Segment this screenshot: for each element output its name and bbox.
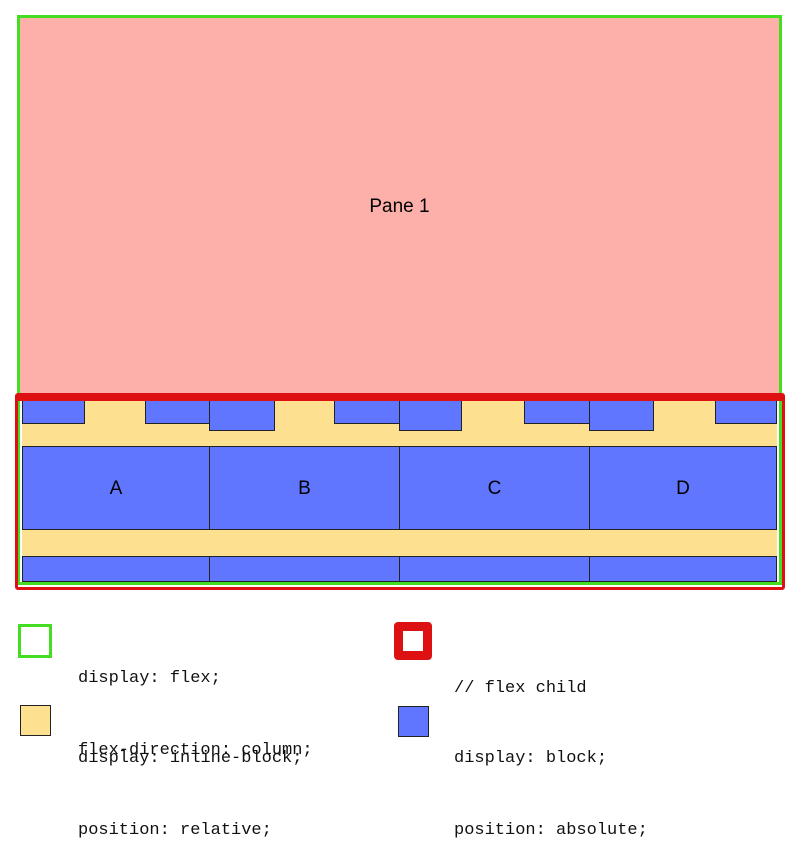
legend-text-inline-block: display: inline-block; position: relativ…: [78, 699, 302, 867]
cell-b-top-right-block: [334, 400, 400, 424]
legend-flex-container-line-1: display: flex;: [78, 669, 221, 688]
legend-inline-block-line-2: position: relative;: [78, 821, 272, 840]
legend-text-flex-child: // flex child: [454, 629, 587, 725]
legend-flex-child-line-1: // flex child: [454, 679, 587, 698]
cell-d-inline-block: D: [589, 400, 777, 582]
cell-c-main-block: [399, 446, 590, 530]
flex-container-outline: [17, 15, 782, 585]
cell-c-inline-block: C: [399, 400, 590, 582]
cell-c-top-left-block: [399, 400, 462, 431]
legend-absolute-block-line-1: display: block;: [454, 749, 608, 768]
cell-d-label: D: [676, 478, 690, 499]
cell-c-top-right-block: [524, 400, 590, 424]
cells-row: A B C D: [22, 400, 777, 582]
cell-a-top-left-block: [22, 400, 85, 424]
cell-a-main-block: [22, 446, 210, 530]
flex-child-outline: [15, 393, 785, 590]
cell-b-bottom-block: [209, 556, 400, 582]
cell-d-top-left-block: [589, 400, 654, 431]
pane-1: [20, 18, 779, 395]
pane-1-label: Pane 1: [369, 196, 430, 217]
cell-a-bottom-block: [22, 556, 210, 582]
legend-flex-container-line-2: flex-direction: column;: [78, 741, 313, 760]
legend-text-absolute-block: display: block; position: absolute;: [454, 699, 648, 867]
cell-a-inline-block: A: [22, 400, 210, 582]
cell-b-inline-block: B: [209, 400, 400, 582]
legend-text-flex-container: display: flex; flex-direction: column;: [78, 619, 313, 787]
cell-b-main-block: [209, 446, 400, 530]
legend-swatch-flex-container: [18, 624, 52, 658]
legend-inline-block-line-1: display: inline-block;: [78, 749, 303, 768]
cell-a-label: A: [109, 478, 123, 499]
cell-c-bottom-block: [399, 556, 590, 582]
legend-swatch-flex-child: [394, 622, 432, 660]
legend-swatch-inline-block: [20, 705, 51, 736]
cell-d-main-block: [589, 446, 777, 530]
cell-c-label: C: [487, 478, 502, 499]
legend-absolute-block-line-2: position: absolute;: [454, 821, 648, 840]
cell-b-label: B: [298, 478, 311, 499]
cell-d-bottom-block: [589, 556, 777, 582]
legend-swatch-absolute-block: [398, 706, 429, 737]
